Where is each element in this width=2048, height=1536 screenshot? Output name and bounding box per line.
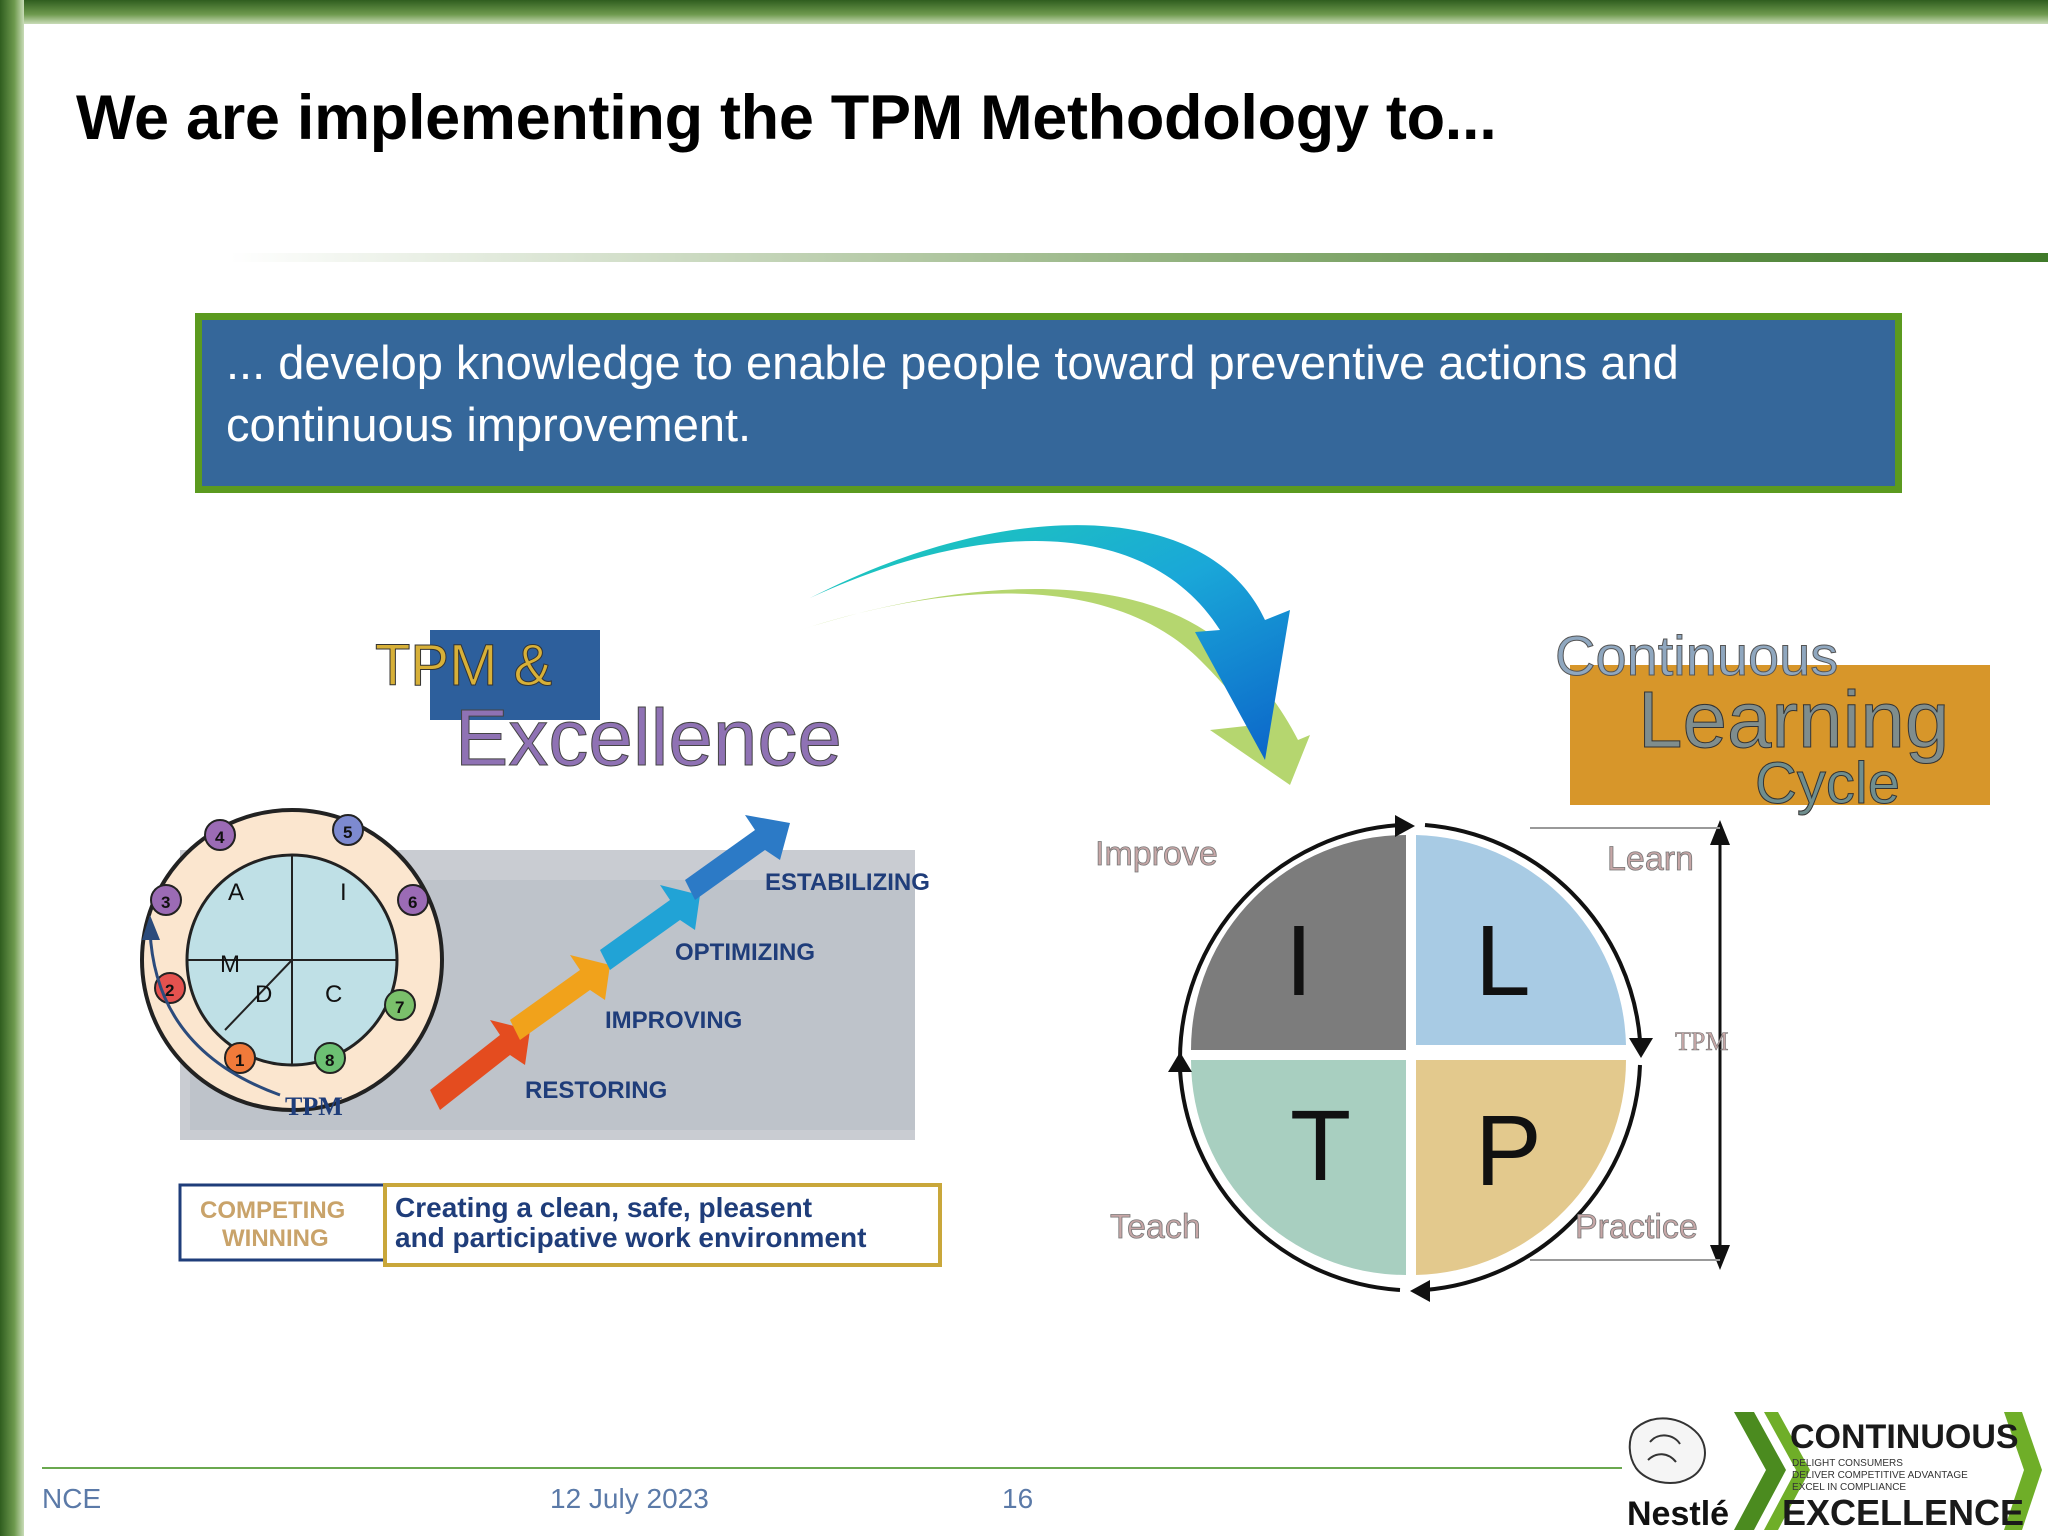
label-practice: Practice [1575,1208,1698,1246]
svg-text:7: 7 [395,998,404,1017]
quadrant-p: P [1475,1095,1542,1207]
box-left-line-2: WINNING [222,1225,329,1252]
brand-company: Nestlé [1627,1495,1729,1530]
brand-sub-1: DELIGHT CONSUMERS [1792,1458,1903,1469]
box-right-line-1: Creating a clean, safe, pleasent [395,1192,812,1223]
wheel-number-8: 8 [314,1042,346,1074]
brand-word-top: CONTINUOUS [1790,1418,2019,1456]
learning-cycle-graphic: Continuous Learning Cycle I L T P Improv… [1080,620,2040,1310]
callout-box: ... develop knowledge to enable people t… [195,313,1902,493]
quadrant-l: L [1475,905,1531,1017]
svg-text:2: 2 [165,981,174,1000]
step-estabilizing: ESTABILIZING [765,869,930,896]
wheel-number-6: 6 [397,884,429,916]
label-teach: Teach [1110,1208,1201,1246]
step-optimizing: OPTIMIZING [675,939,815,966]
wheel-number-1: 1 [224,1042,256,1074]
continuous-excellence-logo: Nestlé CONTINUOUS DELIGHT CONSUMERS DELI… [1622,1412,2042,1533]
wheel-number-7: 7 [384,989,416,1021]
svg-text:5: 5 [343,823,352,842]
wheel-number-5: 5 [332,814,364,846]
brand-word-bottom: EXCELLENCE [1782,1492,2024,1530]
wheel-label-a: A [228,879,244,906]
lc-title-3: Cycle [1755,751,1900,816]
label-learn: Learn [1607,840,1694,878]
wheel-label-i: I [340,879,347,906]
svg-text:3: 3 [161,893,170,912]
wheel-caption: TPM [285,1092,343,1121]
brand-sub-2: DELIVER COMPETITIVE ADVANTAGE [1792,1470,1968,1481]
svg-text:6: 6 [408,893,417,912]
step-improving: IMPROVING [605,1007,742,1034]
footer-date: 12 July 2023 [550,1483,709,1514]
tpm-title-1: TPM & [375,633,552,698]
label-improve: Improve [1095,835,1218,873]
arrow-shadow [800,588,1310,785]
footer-divider [42,1467,1622,1469]
svg-text:8: 8 [325,1051,334,1070]
box-right-line-2: and participative work environment [395,1222,866,1253]
wheel-number-3: 3 [150,884,182,916]
curved-arrow [800,525,1310,785]
lc-title-1: Continuous [1555,624,1838,687]
svg-text:1: 1 [235,1051,244,1070]
top-frame-band [0,0,2048,24]
footer-left: NCE [42,1483,102,1514]
axis-label-tpm: TPM [1675,1027,1728,1056]
wheel-label-m: M [220,951,240,978]
step-restoring: RESTORING [525,1077,667,1104]
tpm-excellence-graphic: TPM & Excellence RESTORING IMPROVING OPT… [130,610,950,1270]
lc-title-2: Learning [1638,675,1949,764]
wheel-number-4: 4 [204,819,236,851]
svg-text:4: 4 [215,828,225,847]
wheel-label-c: C [325,981,342,1008]
quadrant-t: T [1290,1090,1351,1202]
footer-page-number: 16 [1002,1483,1034,1514]
tpm-title-2: Excellence [455,693,842,782]
title-divider [230,253,2048,262]
quadrant-i: I [1285,905,1313,1017]
wheel-label-d: D [255,981,272,1008]
slide-title: We are implementing the TPM Methodology … [76,83,1497,153]
left-frame-band [0,0,24,1536]
brand-sub-3: EXCEL IN COMPLIANCE [1792,1482,1906,1493]
box-left-line-1: COMPETING [200,1197,345,1224]
